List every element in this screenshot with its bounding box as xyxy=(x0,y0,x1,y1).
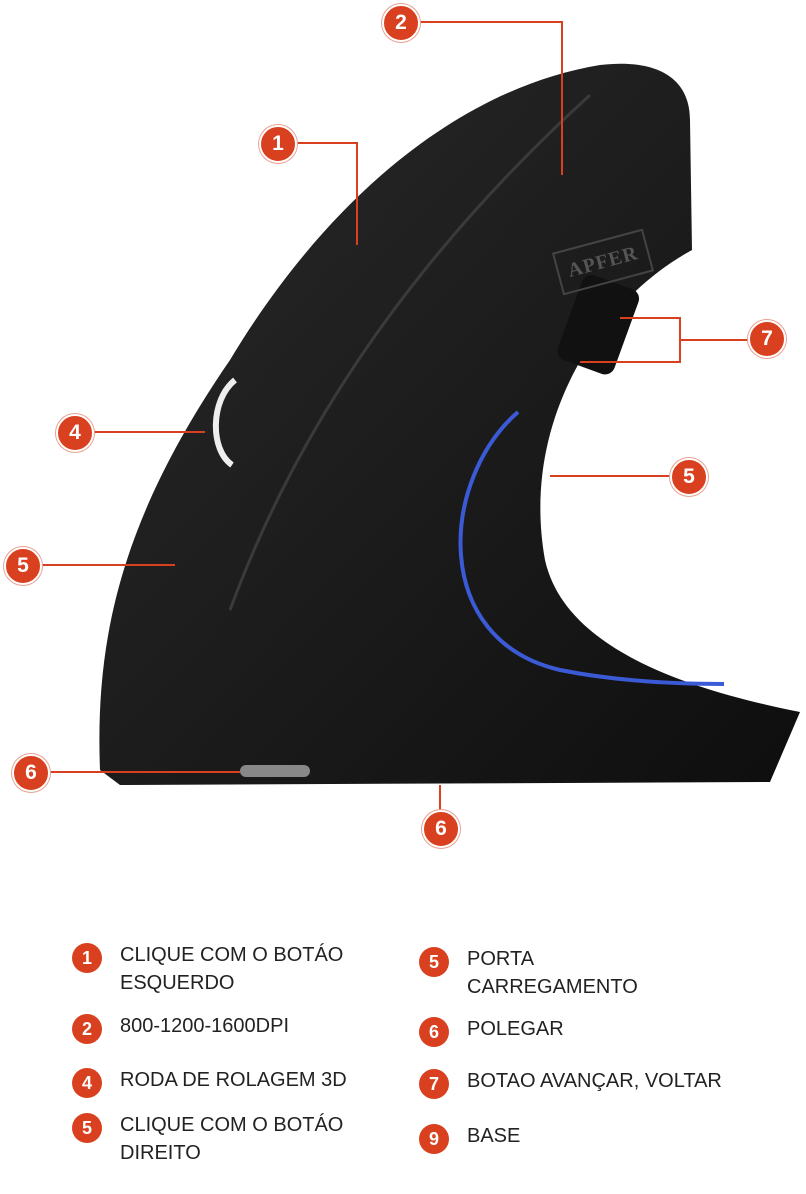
legend-text: CLIQUE COM O BOTÁO ESQUERDO xyxy=(120,944,344,994)
legend-item: 4 RODA DE ROLAGEM 3D xyxy=(72,1066,390,1098)
legend-number: 4 xyxy=(72,1068,102,1098)
legend-item: 1 CLIQUE COM O BOTÁO ESQUERDO xyxy=(72,941,390,997)
legend-item: 6 POLEGAR xyxy=(419,1015,737,1047)
scroll-wheel xyxy=(212,377,238,468)
legend-number: 5 xyxy=(72,1113,102,1143)
legend-text: 800-1200-1600DPI xyxy=(120,1015,290,1037)
legend-number: 1 xyxy=(72,943,102,973)
callout-4: 4 xyxy=(56,414,94,452)
legend-text: PORTA CARREGAMENTO xyxy=(467,948,638,998)
legend-item: 9 BASE xyxy=(419,1122,737,1154)
mouse-illustration xyxy=(40,21,800,812)
mouse-body xyxy=(99,63,800,786)
legend-item: 7 BOTAO AVANÇAR, VOLTAR xyxy=(419,1067,806,1099)
callout-lines xyxy=(40,21,748,812)
usb-port xyxy=(240,765,310,777)
legend-text: BOTAO AVANÇAR, VOLTAR xyxy=(467,1070,722,1092)
callout-5-right: 5 xyxy=(670,458,708,496)
legend-number: 9 xyxy=(419,1124,449,1154)
legend-text: CLIQUE COM O BOTÁO DIREITO xyxy=(120,1114,344,1164)
callout-2: 2 xyxy=(382,4,420,42)
legend-text: RODA DE ROLAGEM 3D xyxy=(120,1069,347,1091)
led-strip xyxy=(458,410,725,686)
legend-number: 2 xyxy=(72,1014,102,1044)
callout-6-left: 6 xyxy=(12,754,50,792)
legend-item: 2 800-1200-1600DPI xyxy=(72,1012,390,1044)
legend-item: 5 CLIQUE COM O BOTÁO DIREITO xyxy=(72,1111,390,1167)
legend-number: 5 xyxy=(419,947,449,977)
button-seam xyxy=(228,93,592,611)
legend-text: POLEGAR xyxy=(467,1018,564,1040)
side-buttons xyxy=(557,274,640,375)
callout-5-left: 5 xyxy=(4,547,42,585)
legend-number: 7 xyxy=(419,1069,449,1099)
legend-item: 5 PORTA CARREGAMENTO xyxy=(419,945,667,1001)
callout-6-bottom: 6 xyxy=(422,810,460,848)
callout-7: 7 xyxy=(748,320,786,358)
legend-number: 6 xyxy=(419,1017,449,1047)
callout-1: 1 xyxy=(259,125,297,163)
legend-text: BASE xyxy=(467,1125,521,1147)
